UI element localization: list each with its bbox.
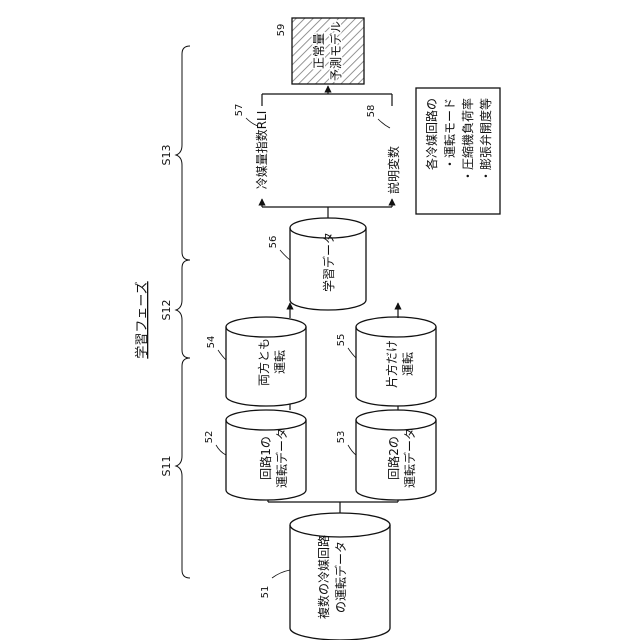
note-line-4: ・膨張弁開度等 <box>478 98 493 182</box>
node-51-label-line2: の運転データ <box>333 541 348 613</box>
node-51-number: 51 <box>260 586 271 599</box>
node-53-number: 53 <box>336 431 347 444</box>
brace-s11 <box>176 358 190 578</box>
node-59-box: 正常量 予測モデル <box>292 18 364 84</box>
node-52-number: 52 <box>204 431 215 444</box>
brace-s12 <box>176 260 190 358</box>
node-52-label-line1: 回路1の <box>258 436 273 480</box>
connector-56-split <box>262 199 392 218</box>
phase-title: 学習フェーズ <box>134 281 150 358</box>
node-58-number: 58 <box>366 105 377 118</box>
node-52-cylinder: 回路1の 運転データ <box>226 410 306 500</box>
step-label-s11: S11 <box>160 456 173 477</box>
node-56-cylinder: 学習データ <box>290 218 366 310</box>
node-55-number: 55 <box>336 334 347 347</box>
node-56-label: 学習データ <box>321 232 336 292</box>
node-53-label-line1: 回路2の <box>386 436 401 480</box>
node-57-number: 57 <box>234 104 245 117</box>
node-51-label-line1: 複数の冷媒回路 <box>316 535 331 619</box>
connector-to-59 <box>262 86 392 106</box>
note-box: 各冷媒回路の ・運転モード ・圧縮機負荷率 ・膨張弁開度等 <box>416 88 500 214</box>
node-59-label-line2: 予測モデル <box>328 21 343 81</box>
node-56-number: 56 <box>268 236 279 249</box>
node-54-label-line2: 運転 <box>273 350 287 374</box>
node-57-label: 冷媒量指数RLI <box>254 111 269 190</box>
node-55-label-line2: 運転 <box>401 352 415 376</box>
node-54-number: 54 <box>206 336 217 349</box>
step-label-s13: S13 <box>160 145 173 166</box>
node-51-cylinder: 複数の冷媒回路 の運転データ <box>290 513 390 640</box>
note-line-2: ・運転モード <box>443 98 457 170</box>
node-54-label-line1: 両方とも <box>256 338 271 386</box>
note-line-3: ・圧縮機負荷率 <box>460 98 475 182</box>
node-55-cylinder: 片方だけ 運転 <box>356 317 436 406</box>
node-59-number: 59 <box>276 24 287 37</box>
node-53-cylinder: 回路2の 運転データ <box>356 410 436 500</box>
node-52-label-line2: 運転データ <box>274 428 289 488</box>
step-label-s12: S12 <box>160 300 173 321</box>
note-line-1: 各冷媒回路の <box>424 98 439 170</box>
node-59-label-line1: 正常量 <box>312 33 326 69</box>
node-58-label: 説明変数 <box>386 146 401 194</box>
brace-s13 <box>176 46 190 260</box>
node-55-label-line1: 片方だけ <box>384 340 399 388</box>
node-53-label-line2: 運転データ <box>402 428 417 488</box>
node-54-cylinder: 両方とも 運転 <box>226 317 306 406</box>
